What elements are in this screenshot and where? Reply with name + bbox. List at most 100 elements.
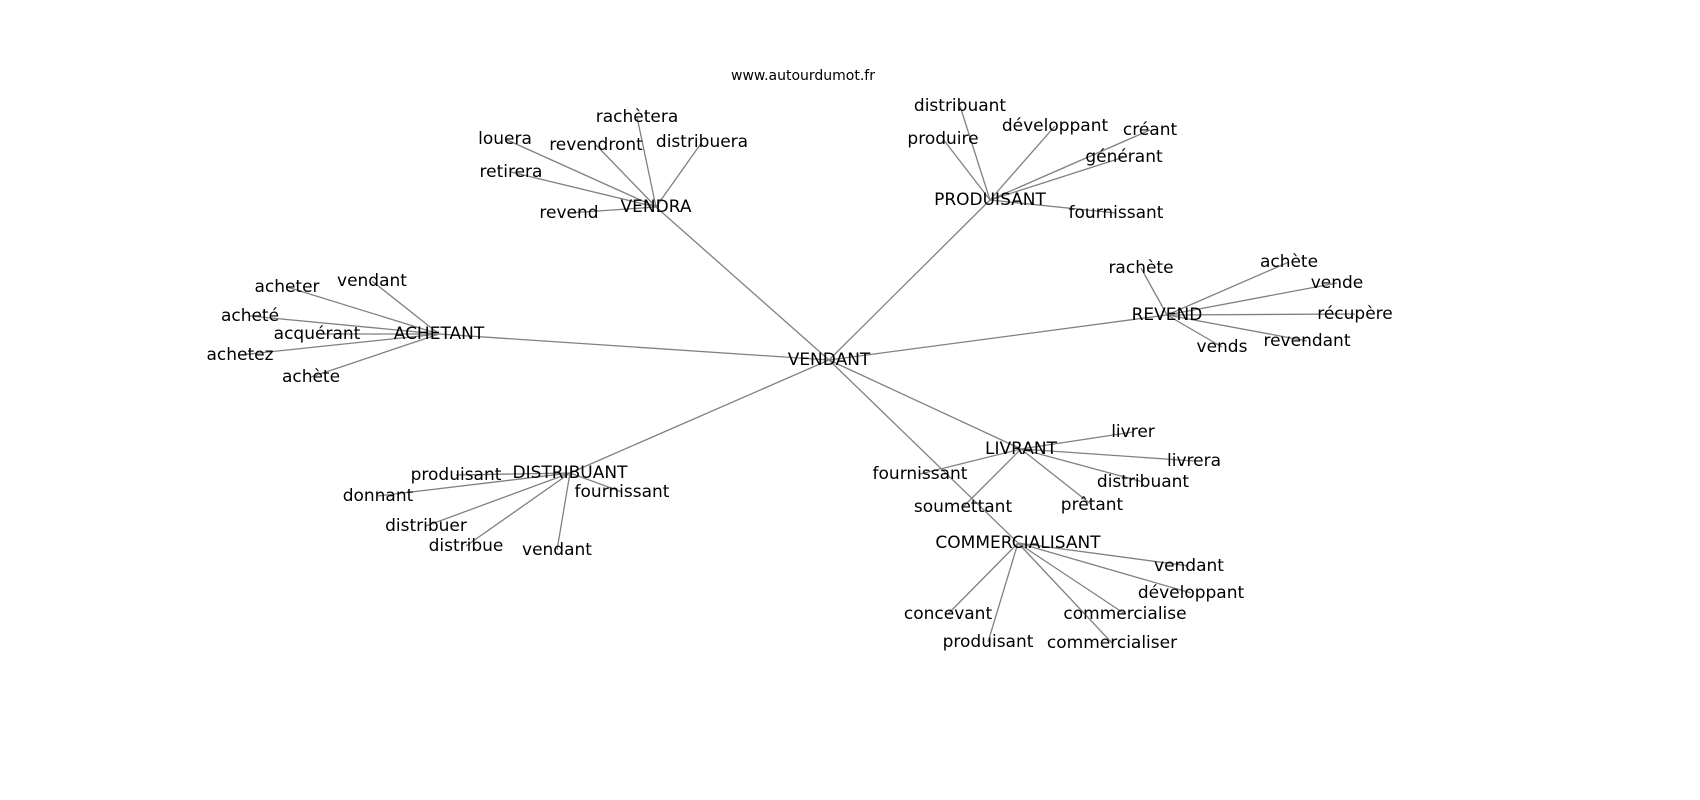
edge-hub-leaf — [1017, 542, 1192, 594]
leaf-node-label[interactable]: vends — [1197, 337, 1248, 357]
hub-node-label[interactable]: LIVRANT — [985, 439, 1058, 459]
site-title: www.autourdumot.fr — [731, 68, 875, 84]
leaf-node-label[interactable]: produire — [907, 129, 978, 149]
edge-hub-leaf — [371, 280, 440, 335]
leaf-node-label[interactable]: distribue — [429, 536, 504, 556]
edge-center-hub — [569, 359, 830, 474]
edge-center-hub — [828, 314, 1168, 361]
edge-hub-leaf — [1020, 448, 1195, 462]
hub-node-label[interactable]: REVEND — [1132, 305, 1203, 325]
edge-hub-leaf — [1017, 542, 1190, 567]
hub-node-label[interactable]: ACHETANT — [394, 324, 485, 344]
edge-hub-leaf — [249, 315, 440, 335]
leaf-node-label[interactable]: fournissant — [575, 482, 670, 502]
edge-hub-leaf — [568, 206, 657, 214]
edge-center-hub — [828, 199, 991, 361]
edge-center-hub — [828, 359, 1022, 450]
edge-hub-leaf — [1020, 431, 1134, 450]
edge-hub-leaf — [504, 138, 657, 208]
leaf-node-label[interactable]: produisant — [943, 632, 1034, 652]
edge-hub-leaf — [636, 116, 657, 208]
edge-hub-leaf — [1017, 542, 1113, 644]
leaf-node-label[interactable]: développant — [1002, 116, 1109, 136]
edge-hub-leaf — [1017, 542, 1126, 615]
leaf-node-label[interactable]: développant — [1138, 583, 1245, 603]
leaf-node-label[interactable]: distribuant — [914, 96, 1007, 116]
edge-center-hub — [828, 359, 1019, 544]
leaf-node-label[interactable]: vendant — [337, 271, 407, 291]
edge-hub-leaf — [1020, 448, 1144, 483]
edge-center-hub — [438, 333, 830, 361]
edge-hub-leaf — [377, 472, 571, 497]
leaf-node-label[interactable]: générant — [1085, 147, 1163, 167]
edge-hub-leaf — [1166, 314, 1308, 342]
leaf-node-label[interactable]: produisant — [411, 465, 502, 485]
leaf-node-label[interactable]: achetez — [206, 345, 273, 365]
edge-hub-leaf — [1166, 282, 1338, 316]
leaf-node-label[interactable]: louera — [478, 129, 532, 149]
edge-hub-leaf — [989, 199, 1117, 214]
edge-hub-leaf — [286, 286, 440, 335]
leaf-node-label[interactable]: vende — [1311, 273, 1364, 293]
edge-hub-leaf — [655, 141, 703, 208]
edge-hub-leaf — [1166, 313, 1356, 316]
edge-hub-leaf — [569, 472, 623, 493]
hub-node-label[interactable]: VENDRA — [621, 197, 692, 217]
leaf-node-label[interactable]: prêtant — [1061, 495, 1124, 515]
labels-layer: rachètera louera revendront distribuera reti… — [206, 96, 1392, 653]
edge-hub-leaf — [510, 171, 657, 208]
edge-hub-leaf — [919, 448, 1022, 475]
leaf-node-label[interactable]: retirera — [480, 162, 543, 182]
edge-hub-leaf — [959, 105, 991, 201]
leaf-node-label[interactable]: distribuera — [656, 132, 748, 152]
edge-hub-leaf — [989, 125, 1056, 201]
leaf-node-label[interactable]: fournissant — [873, 464, 968, 484]
leaf-node-label[interactable]: rachète — [1108, 258, 1173, 278]
leaf-node-label[interactable]: créant — [1123, 120, 1178, 140]
leaf-node-label[interactable]: distribuer — [385, 516, 467, 536]
edge-hub-leaf — [465, 472, 571, 547]
edge-center-hub — [655, 206, 830, 361]
edges-layer — [239, 105, 1356, 644]
edge-hub-leaf — [595, 144, 657, 208]
leaf-node-label[interactable]: acheté — [221, 306, 279, 326]
leaf-node-label[interactable]: achète — [282, 367, 340, 387]
edge-hub-leaf — [556, 472, 571, 551]
leaf-node-label[interactable]: commercialiser — [1047, 633, 1177, 653]
edge-hub-leaf — [1140, 267, 1168, 316]
edge-hub-leaf — [989, 156, 1125, 201]
leaf-node-label[interactable]: rachètera — [596, 107, 679, 127]
leaf-node-label[interactable]: revendront — [549, 135, 643, 155]
edge-hub-leaf — [425, 472, 571, 527]
leaf-node-label[interactable]: concevant — [904, 604, 993, 624]
hub-node-label[interactable]: PRODUISANT — [934, 190, 1046, 210]
leaf-node-label[interactable]: donnant — [343, 486, 414, 506]
leaf-node-label[interactable]: vendant — [522, 540, 592, 560]
leaf-node-label[interactable]: acquérant — [274, 324, 361, 344]
leaf-node-label[interactable]: livrera — [1167, 451, 1221, 471]
leaf-node-label[interactable]: fournissant — [1069, 203, 1164, 223]
leaf-node-label[interactable]: achète — [1260, 252, 1318, 272]
edge-hub-leaf — [455, 472, 571, 476]
leaf-node-label[interactable]: distribuant — [1097, 472, 1190, 492]
edge-hub-leaf — [239, 333, 440, 356]
edge-hub-leaf — [962, 448, 1022, 508]
hub-node-label[interactable]: DISTRIBUANT — [513, 463, 629, 483]
edge-hub-leaf — [989, 129, 1151, 201]
leaf-node-label[interactable]: revendant — [1263, 331, 1350, 351]
edge-hub-leaf — [1166, 261, 1290, 316]
edge-hub-leaf — [1020, 448, 1093, 506]
leaf-node-label[interactable]: soumettant — [914, 497, 1013, 517]
center-node-label[interactable]: VENDANT — [788, 350, 871, 370]
edge-hub-leaf — [310, 333, 440, 378]
leaf-node-label[interactable]: acheter — [254, 277, 319, 297]
leaf-node-label[interactable]: commercialise — [1063, 604, 1186, 624]
leaf-node-label[interactable]: livrer — [1111, 422, 1155, 442]
leaf-node-label[interactable]: revend — [539, 203, 598, 223]
leaf-node-label[interactable]: vendant — [1154, 556, 1224, 576]
leaf-node-label[interactable]: récupère — [1317, 304, 1393, 324]
edge-hub-leaf — [947, 542, 1019, 615]
hub-node-label[interactable]: COMMERCIALISANT — [935, 533, 1101, 553]
edge-hub-leaf — [942, 138, 991, 201]
